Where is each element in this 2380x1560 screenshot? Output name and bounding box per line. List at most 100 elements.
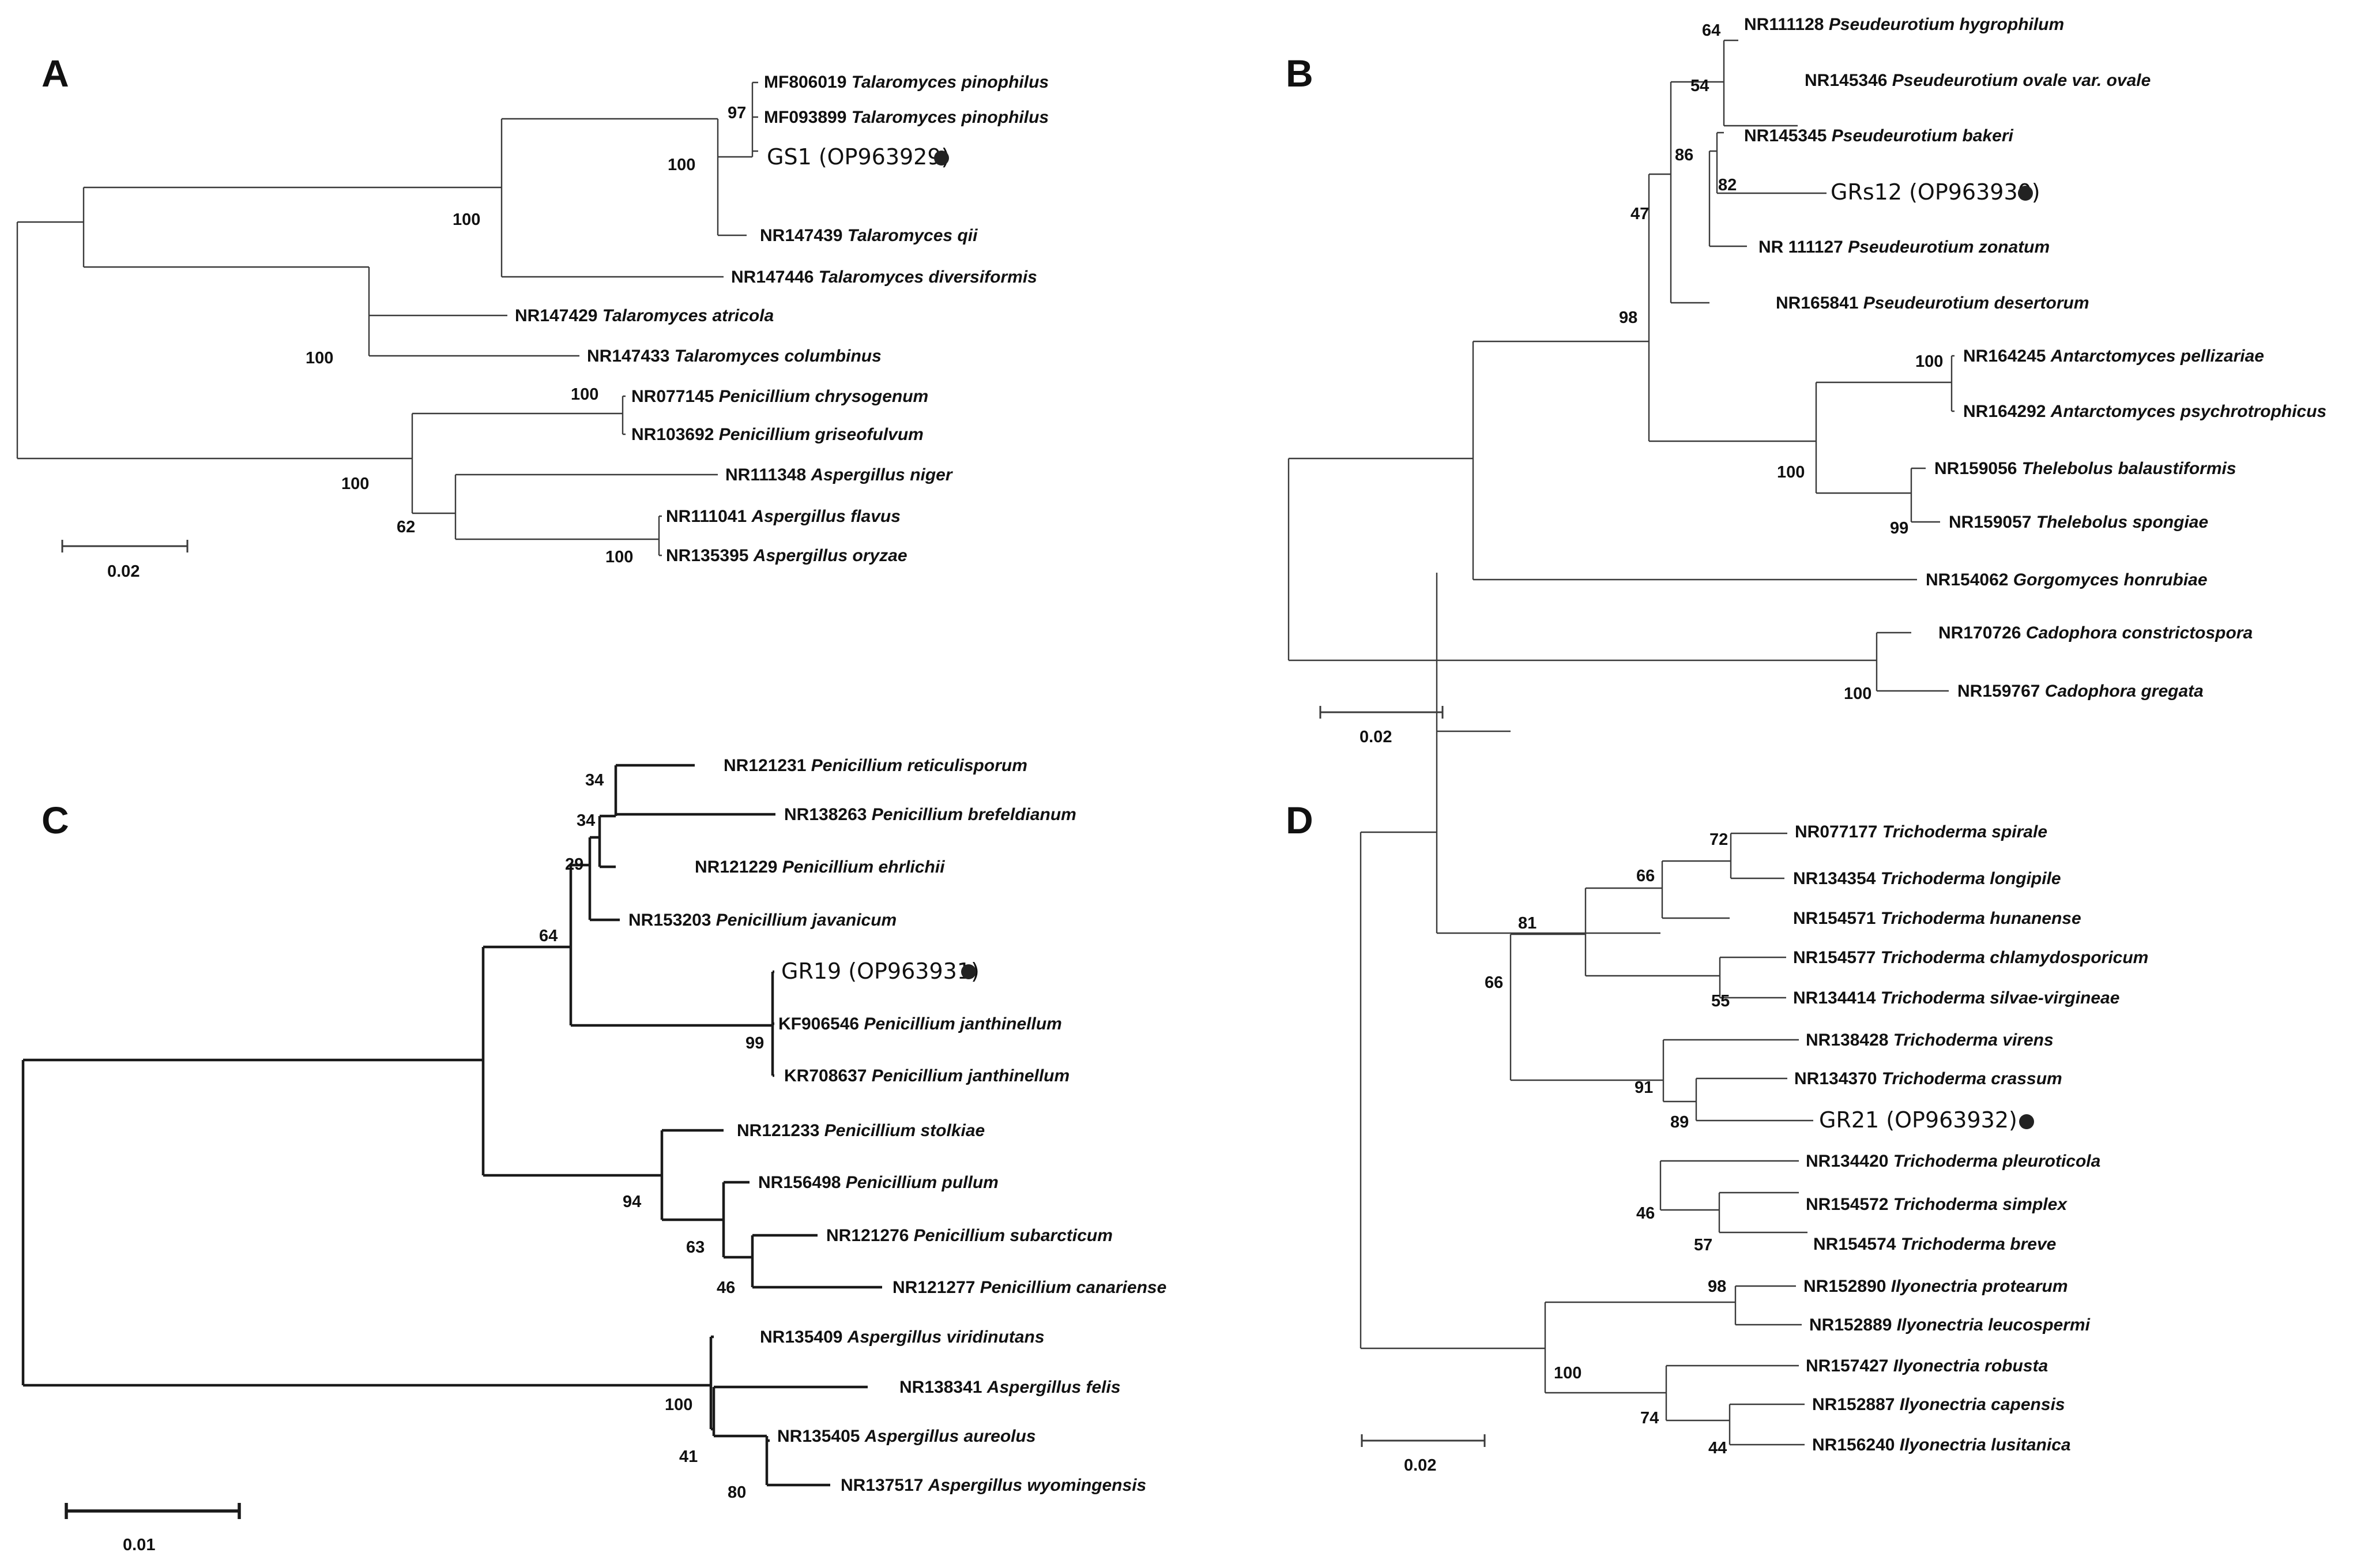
- bootstrap-value: 97: [728, 104, 746, 122]
- species-name: Trichoderma pleuroticola: [1893, 1152, 2101, 1171]
- taxon-label: KR708637 Penicillium janthinellum: [784, 1066, 1070, 1085]
- bootstrap-value: 100: [306, 349, 333, 367]
- accession-number: NR154574: [1813, 1235, 1896, 1254]
- taxon-label: NR135395 Aspergillus oryzae: [666, 546, 907, 565]
- accession-number: NR145346: [1805, 71, 1887, 90]
- species-name: Trichoderma virens: [1893, 1031, 2054, 1050]
- bootstrap-value: 91: [1635, 1078, 1653, 1097]
- bootstrap-value: 100: [1844, 685, 1871, 703]
- panel-b: B NR111128 Pseudeurotium hygrophilum NR1…: [1286, 15, 2326, 746]
- bootstrap-value: 29: [565, 855, 583, 874]
- taxon-label: NR134414 Trichoderma silvae-virgineae: [1793, 988, 2119, 1008]
- accession-number: NR111348: [725, 465, 806, 484]
- species-name: Pseudeurotium desertorum: [1863, 294, 2089, 313]
- taxon-label: NR077145 Penicillium chrysogenum: [631, 387, 928, 406]
- accession-number: NR135405: [777, 1427, 860, 1446]
- accession-number: NR147433: [587, 347, 669, 366]
- bootstrap-value: 46: [717, 1279, 735, 1297]
- taxon-label: NR121277 Penicillium canariense: [892, 1278, 1166, 1297]
- accession-number: NR147439: [760, 226, 842, 245]
- taxon-label: NR145346 Pseudeurotium ovale var. ovale: [1805, 71, 2151, 90]
- bootstrap-value: 44: [1708, 1439, 1727, 1457]
- bootstrap-value: 98: [1619, 309, 1637, 327]
- panel-c: C NR121231 Penicillium reticulisporum NR…: [21, 756, 1166, 1554]
- taxon-label: NR138263 Penicillium brefeldianum: [784, 805, 1076, 824]
- taxon-label: NR159056 Thelebolus balaustiformis: [1934, 459, 2236, 478]
- bootstrap-value: 100: [571, 385, 598, 404]
- taxon-label: NR147446 Talaromyces diversiformis: [731, 268, 1037, 287]
- species-name: Pseudeurotium ovale var. ovale: [1892, 71, 2151, 90]
- accession-number: NR159056: [1934, 459, 2017, 478]
- taxon-label: NR147433 Talaromyces columbinus: [587, 347, 882, 366]
- accession-number: NR111041: [666, 507, 747, 526]
- species-name: Talaromyces atricola: [602, 306, 774, 325]
- accession-number: NR134420: [1806, 1152, 1888, 1171]
- accession-number: NR154572: [1806, 1195, 1888, 1214]
- taxon-label: NR103692 Penicillium griseofulvum: [631, 425, 924, 444]
- species-name: Aspergillus aureolus: [864, 1427, 1036, 1446]
- scale-bar-label: 0.02: [1360, 728, 1392, 746]
- species-name: Ilyonectria protearum: [1891, 1277, 2068, 1296]
- species-name: Cadophora gregata: [2045, 682, 2204, 701]
- species-name: Trichoderma simplex: [1893, 1195, 2068, 1214]
- species-name: Penicillium javanicum: [716, 911, 897, 930]
- scale-bar: [61, 540, 189, 552]
- species-name: Trichoderma crassum: [1882, 1069, 2062, 1088]
- species-name: Trichoderma breve: [1901, 1235, 2057, 1254]
- isolate-marker-dot: [2019, 1114, 2034, 1129]
- species-name: Penicillium canariense: [980, 1278, 1166, 1297]
- accession-number: NR135395: [666, 546, 748, 565]
- bootstrap-value: 86: [1675, 146, 1693, 164]
- bootstrap-value: 100: [1915, 352, 1943, 371]
- species-name: Penicillium janthinellum: [872, 1066, 1070, 1085]
- accession-number: NR 111127: [1758, 238, 1843, 257]
- accession-number: KR708637: [784, 1066, 867, 1085]
- bootstrap-value: 66: [1636, 867, 1655, 885]
- tree-branches: [21, 764, 882, 1487]
- taxon-label: NR135405 Aspergillus aureolus: [777, 1427, 1036, 1446]
- species-name: Trichoderma spirale: [1882, 822, 2047, 841]
- taxon-label: NR154577 Trichoderma chlamydosporicum: [1793, 948, 2148, 967]
- taxon-label: NR156240 Ilyonectria lusitanica: [1812, 1435, 2071, 1454]
- accession-number: NR159057: [1949, 513, 2031, 532]
- species-name: Pseudeurotium hygrophilum: [1829, 15, 2064, 34]
- species-name: Cadophora constrictospora: [2026, 623, 2253, 642]
- accession-number: NR121276: [826, 1226, 909, 1245]
- taxon-label: NR170726 Cadophora constrictospora: [1938, 623, 2253, 642]
- bootstrap-value: 94: [623, 1193, 641, 1211]
- bootstrap-value: 100: [605, 548, 633, 566]
- taxon-label: NR154572 Trichoderma simplex: [1806, 1195, 2068, 1214]
- taxon-label: NR147429 Talaromyces atricola: [515, 306, 774, 325]
- taxon-label: MF093899 Talaromyces pinophilus: [764, 108, 1049, 127]
- accession-number: NR138263: [784, 805, 867, 824]
- taxon-label: NR121231 Penicillium reticulisporum: [724, 756, 1027, 775]
- accession-number: NR145345: [1744, 126, 1827, 145]
- accession-number: NR147446: [731, 268, 814, 287]
- scale-bar-label: 0.02: [1404, 1456, 1436, 1475]
- accession-number: NR138428: [1806, 1031, 1888, 1050]
- taxon-label: NR154062 Gorgomyces honrubiae: [1926, 570, 2208, 589]
- species-name: Penicillium ehrlichii: [782, 858, 945, 877]
- taxon-label: NR164245 Antarctomyces pellizariae: [1963, 347, 2264, 366]
- accession-number: NR164292: [1963, 402, 2046, 421]
- species-name: Penicillium reticulisporum: [811, 756, 1027, 775]
- bootstrap-value: 100: [1777, 463, 1805, 482]
- scale-bar: [65, 1503, 241, 1519]
- accession-number: NR154571: [1793, 909, 1876, 928]
- taxon-label: NR134420 Trichoderma pleuroticola: [1806, 1152, 2100, 1171]
- taxon-label: NR156498 Penicillium pullum: [758, 1173, 999, 1192]
- accession-number: NR121233: [737, 1121, 819, 1140]
- isolate-label: GS1 (OP963929): [767, 144, 950, 170]
- scale-bar-label: 0.01: [123, 1536, 155, 1554]
- bootstrap-value: 80: [728, 1483, 746, 1502]
- bootstrap-value: 63: [686, 1238, 705, 1257]
- accession-number: NR152889: [1809, 1315, 1892, 1335]
- taxon-label: NR154574 Trichoderma breve: [1813, 1235, 2056, 1254]
- taxon-label: NR138341 Aspergillus felis: [899, 1378, 1121, 1397]
- species-name: Ilyonectria leucospermi: [1897, 1315, 2091, 1335]
- bootstrap-value: 72: [1709, 830, 1728, 849]
- accession-number: KF906546: [778, 1014, 859, 1033]
- bootstrap-value: 100: [1554, 1364, 1581, 1382]
- species-name: Trichoderma chlamydosporicum: [1881, 948, 2149, 967]
